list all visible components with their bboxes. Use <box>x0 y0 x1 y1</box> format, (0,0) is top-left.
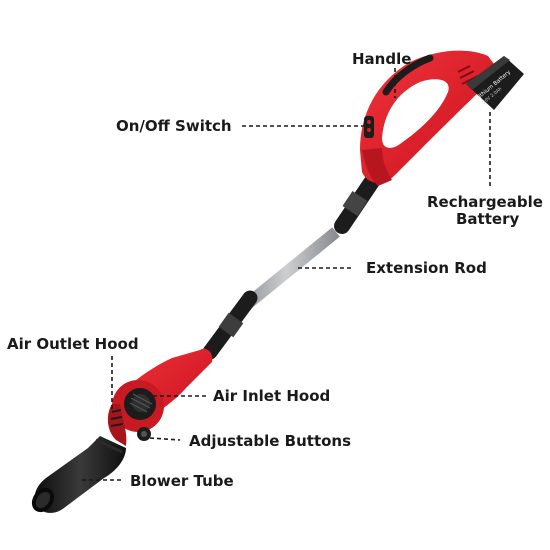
blower-tube <box>31 436 126 513</box>
label-extension-rod: Extension Rod <box>366 259 487 277</box>
label-blower-tube: Blower Tube <box>130 472 234 490</box>
on-off-switch <box>364 116 374 138</box>
label-handle: Handle <box>352 50 411 68</box>
handle <box>360 50 500 186</box>
label-rechargeable-battery-line2: Battery <box>456 210 519 228</box>
adjustable-buttons <box>137 427 151 441</box>
air-outlet-hood <box>107 404 127 446</box>
label-air-outlet-hood: Air Outlet Hood <box>7 335 139 353</box>
label-rechargeable-battery-line1: Rechargeable <box>427 193 543 211</box>
label-adjustable-buttons: Adjustable Buttons <box>189 432 351 450</box>
label-on-off-switch: On/Off Switch <box>116 117 232 135</box>
leader-lines <box>82 68 491 481</box>
blower-head <box>107 348 213 446</box>
rechargeable-battery: Lithium Battery 20V 2.0Ah <box>466 56 524 110</box>
label-air-inlet-hood: Air Inlet Hood <box>213 387 330 405</box>
extension-rod <box>202 172 381 360</box>
